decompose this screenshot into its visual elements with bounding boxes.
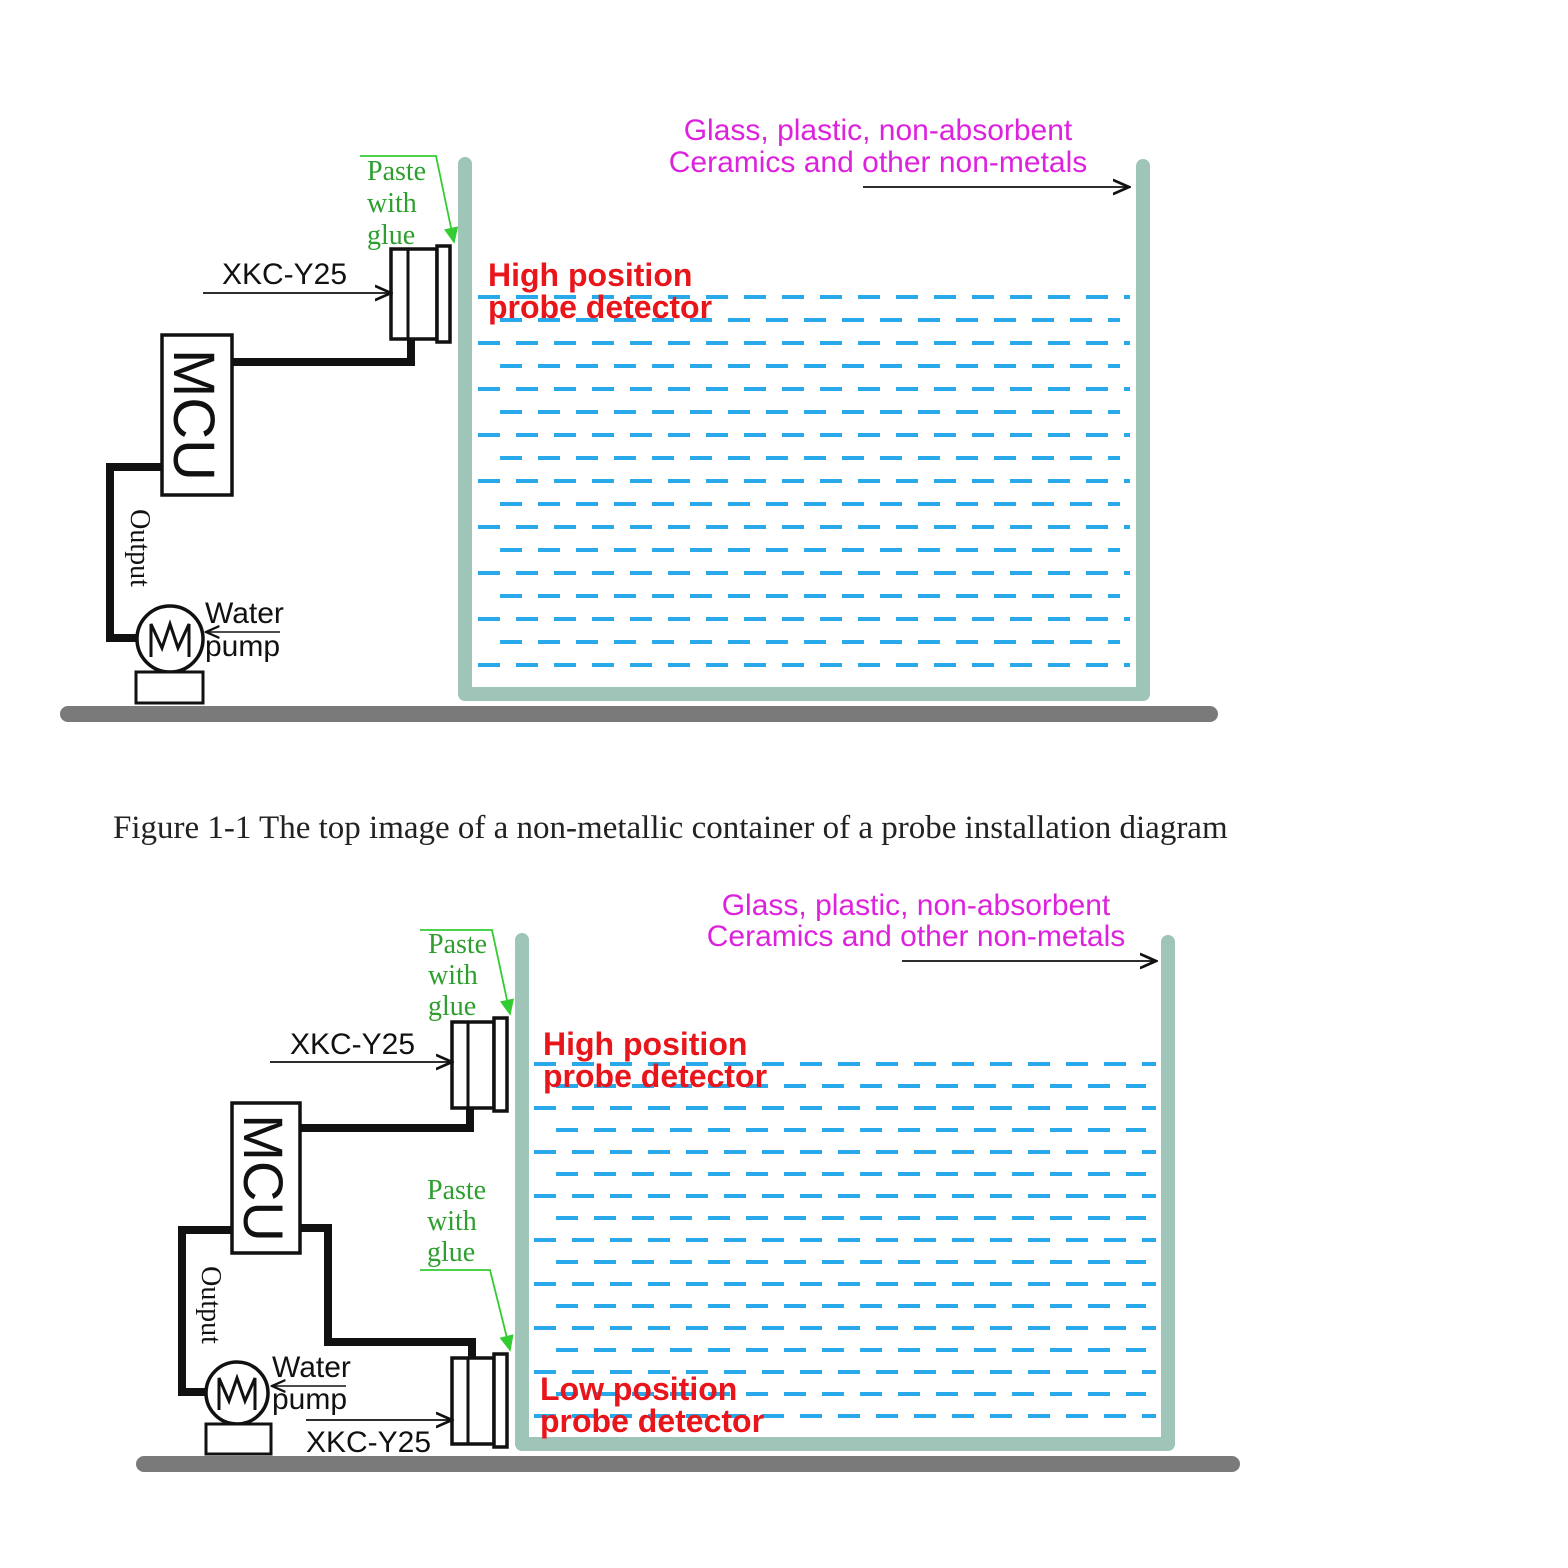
bottom-diagram: Glass, plastic, non-absorbent Ceramics a… xyxy=(136,889,1240,1472)
glue-arrow xyxy=(360,155,459,244)
water-pump-icon xyxy=(204,1360,273,1456)
xkc-y25-low-sensor xyxy=(450,1352,509,1449)
xkc-y25-sensor xyxy=(389,244,452,344)
xkc-y25-high-sensor xyxy=(450,1016,509,1113)
water-pump-icon xyxy=(134,604,205,705)
glue-label-line1: Paste xyxy=(367,156,426,187)
pump-label-line1: Water xyxy=(272,1351,351,1384)
pump-label-line2: pump xyxy=(205,630,280,663)
glue-label-line3: glue xyxy=(367,220,415,251)
glue-high-arrow xyxy=(420,929,515,1016)
glue-low-label-line3: glue xyxy=(427,1237,475,1268)
material-label-line2: Ceramics and other non-metals xyxy=(669,146,1088,179)
sensor-wire xyxy=(232,339,415,366)
material-label-line1: Glass, plastic, non-absorbent xyxy=(684,114,1073,147)
pump-label-line1: Water xyxy=(205,597,284,630)
high-sensor-wire xyxy=(300,1108,474,1132)
output-label: Output xyxy=(195,1266,226,1344)
high-detector-label-line2: probe detector xyxy=(488,289,712,325)
figure-caption: Figure 1-1 The top image of a non-metall… xyxy=(113,810,1228,846)
container xyxy=(458,157,1150,701)
output-wire xyxy=(178,1226,232,1396)
low-detector-label-line2: probe detector xyxy=(540,1403,764,1439)
mcu-label: MCU xyxy=(161,349,226,481)
high-detector-label-line1: High position xyxy=(488,257,692,293)
output-wire xyxy=(106,463,162,642)
water-fill xyxy=(478,295,1130,667)
output-label: Output xyxy=(124,509,155,587)
glue-low-arrow xyxy=(420,1269,514,1352)
container xyxy=(515,933,1175,1451)
water-fill xyxy=(534,1062,1156,1418)
glue-high-label-line3: glue xyxy=(428,991,476,1022)
low-sensor-wire xyxy=(300,1224,476,1358)
material-label-line1: Glass, plastic, non-absorbent xyxy=(722,889,1111,922)
glue-low-label-line1: Paste xyxy=(427,1175,486,1206)
glue-high-label-line1: Paste xyxy=(428,929,487,960)
top-diagram: Glass, plastic, non-absorbent Ceramics a… xyxy=(60,114,1218,722)
high-detector-label-line1: High position xyxy=(543,1026,747,1062)
high-detector-label-line2: probe detector xyxy=(543,1058,767,1094)
glue-low-label-line2: with xyxy=(427,1206,477,1237)
mcu-label: MCU xyxy=(232,1114,295,1242)
mcu-box xyxy=(160,333,234,497)
glue-label-line2: with xyxy=(367,188,417,219)
pump-label-line2: pump xyxy=(272,1383,347,1416)
material-label-line2: Ceramics and other non-metals xyxy=(707,920,1126,953)
sensor-label: XKC-Y25 xyxy=(222,258,347,291)
high-sensor-label: XKC-Y25 xyxy=(290,1028,415,1061)
low-sensor-label: XKC-Y25 xyxy=(306,1426,431,1459)
low-detector-label-line1: Low position xyxy=(540,1371,737,1407)
mcu-box xyxy=(230,1101,302,1255)
glue-high-label-line2: with xyxy=(428,960,478,991)
